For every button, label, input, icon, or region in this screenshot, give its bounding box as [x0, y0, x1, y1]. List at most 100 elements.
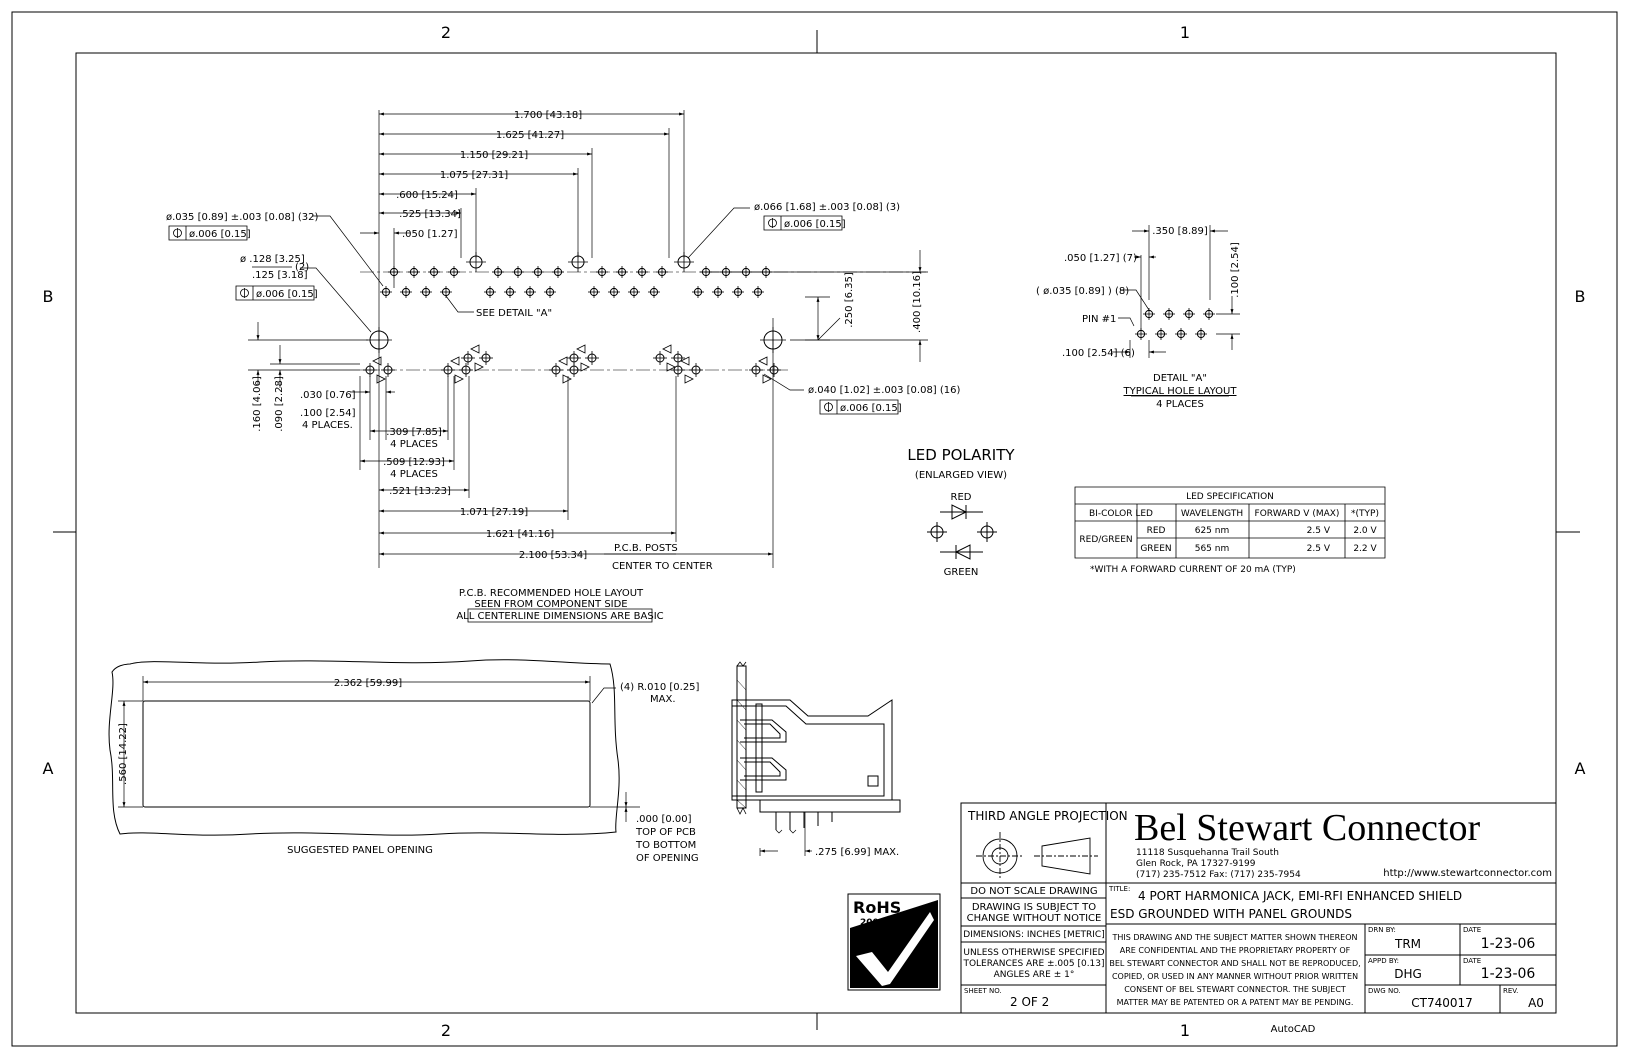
- drawn-by: TRM: [1394, 937, 1421, 951]
- confidentiality-note: THIS DRAWING AND THE SUBJECT MATTER SHOW…: [1111, 933, 1357, 942]
- layout-caption: SEEN FROM COMPONENT SIDE: [474, 599, 627, 610]
- led-spec-header: FORWARD V (MAX): [1255, 509, 1340, 519]
- revision: A0: [1528, 996, 1544, 1010]
- title-label: TITLE:: [1108, 885, 1130, 893]
- dim-0525: .525 [13.34]: [399, 209, 461, 220]
- dim-0600: .600 [15.24]: [396, 190, 458, 201]
- hole-callout-16: ø.040 [1.02] ±.003 [0.08] (16): [808, 385, 961, 396]
- tolerance-note: ANGLES ARE ± 1°: [994, 970, 1075, 980]
- led-spec-header: *(TYP): [1351, 509, 1379, 519]
- dim-0350: .350 [8.89]: [1152, 226, 1208, 237]
- led-spec-vmax: 2.5 V: [1307, 544, 1331, 554]
- panel-radius-dim: (4) R.010 [0.25]: [620, 682, 700, 693]
- led-spec-vtyp: 2.0 V: [1353, 526, 1377, 536]
- detail-hole-callout: ( ø.035 [0.89] ) (8): [1036, 286, 1129, 297]
- tolerance-frame: ø.006 [0.15]: [169, 226, 251, 240]
- dim-0521: .521 [13.23]: [389, 486, 451, 497]
- zone-bottom-1: 1: [1180, 1021, 1190, 1040]
- led-spec-wavelength: 625 nm: [1195, 526, 1230, 536]
- panel-height-dim: .560 [14.22]: [118, 723, 129, 785]
- zone-top-1: 1: [1180, 23, 1190, 42]
- side-view-depth-dim: .275 [6.99] MAX.: [815, 847, 899, 858]
- led-spec-wavelength: 565 nm: [1195, 544, 1230, 554]
- drawn-by-label: DRN BY:: [1368, 926, 1396, 934]
- tolerance-note: TOLERANCES ARE ±.005 [0.13]: [962, 959, 1104, 969]
- company-name: Bel Stewart Connector: [1134, 807, 1480, 849]
- tolerance-note: UNLESS OTHERWISE SPECIFIED: [963, 948, 1104, 958]
- dim-1625: 1.625 [41.27]: [496, 130, 564, 141]
- led-spec-table: LED SPECIFICATION BI-COLOR LED WAVELENGT…: [1075, 487, 1385, 575]
- led-polarity-subtitle: (ENLARGED VIEW): [915, 470, 1007, 481]
- tolerance-frame: ø.006 [0.15]: [236, 286, 318, 300]
- dim-0030: .030 [0.76]: [300, 390, 356, 401]
- layout-caption-basic: ALL CENTERLINE DIMENSIONS ARE BASIC: [456, 611, 663, 622]
- tolerance-value: ø.006 [0.15]: [256, 289, 318, 300]
- title-block: THIRD ANGLE PROJECTION Bel Stewart Conne…: [961, 803, 1556, 1013]
- dim-0250: .250 [6.35]: [844, 272, 855, 328]
- led-spec-header: BI-COLOR LED: [1089, 509, 1153, 519]
- detail-title: DETAIL "A": [1153, 373, 1207, 384]
- dim-1071: 1.071 [27.19]: [460, 507, 528, 518]
- confidentiality-note: ARE CONFIDENTIAL AND THE PROPRIETARY PRO…: [1120, 946, 1351, 955]
- dim-1150: 1.150 [29.21]: [460, 150, 528, 161]
- dim-0050: .050 [1.27]: [402, 229, 458, 240]
- panel-opening: 2.362 [59.99] (4) R.010 [0.25] MAX. .560…: [109, 660, 700, 864]
- led-spec-header: WAVELENGTH: [1181, 509, 1243, 519]
- dim-0160: .160 [4.06]: [252, 376, 263, 432]
- zone-labels: 2 1 2 1 B A B A AutoCAD: [43, 23, 1586, 1040]
- panel-width-dim: 2.362 [59.99]: [334, 678, 402, 689]
- hole-callout-2-count: (2): [295, 262, 309, 273]
- approved-by-label: APPD BY:: [1368, 957, 1399, 965]
- pin-holes-top: [379, 265, 773, 299]
- revision-label: REV.: [1503, 987, 1518, 995]
- hole-callout-3: ø.066 [1.68] ±.003 [0.08] (3): [754, 202, 900, 213]
- confidentiality-note: CONSENT OF BEL STEWART CONNECTOR. THE SU…: [1124, 985, 1346, 994]
- dim-0100-vertical: .100 [2.54]: [1230, 242, 1241, 298]
- do-not-scale-note: DO NOT SCALE DRAWING: [970, 886, 1097, 897]
- panel-radius-max: MAX.: [650, 694, 676, 705]
- tolerance-value: ø.006 [0.15]: [840, 403, 902, 414]
- places-label: 4 PLACES: [390, 439, 438, 450]
- led-holes: [363, 345, 781, 383]
- zone-right-a: A: [1575, 759, 1586, 778]
- led-green-label: GREEN: [944, 567, 979, 578]
- dimensions-note: DIMENSIONS: INCHES [METRIC]: [963, 930, 1104, 940]
- zone-top-2: 2: [441, 23, 451, 42]
- posts-label: P.C.B. POSTS: [614, 543, 678, 554]
- zone-bottom-2: 2: [441, 1021, 451, 1040]
- led-polarity: LED POLARITY (ENLARGED VIEW) RED GREEN: [907, 446, 1015, 578]
- company-address: 11118 Susquehanna Trail South: [1136, 848, 1279, 858]
- sheet-label: SHEET NO.: [964, 987, 1002, 995]
- software-label: AutoCAD: [1271, 1024, 1316, 1035]
- layout-caption: P.C.B. RECOMMENDED HOLE LAYOUT: [459, 588, 644, 599]
- dim-0100-horizontal: .100 [2.54] (6): [1062, 348, 1135, 359]
- led-spec-note: *WITH A FORWARD CURRENT OF 20 mA (TYP): [1090, 565, 1296, 575]
- led-spec-group: RED/GREEN: [1079, 535, 1132, 545]
- rohs-label: RoHS: [853, 898, 901, 917]
- drawn-date: 1-23-06: [1481, 936, 1536, 952]
- led-polarity-title: LED POLARITY: [907, 446, 1015, 464]
- panel-offset-note: OF OPENING: [636, 853, 699, 864]
- led-spec-vtyp: 2.2 V: [1353, 544, 1377, 554]
- dim-0309: .309 [7.85]: [386, 427, 442, 438]
- led-red-label: RED: [951, 492, 972, 503]
- posts-label: CENTER TO CENTER: [612, 561, 713, 572]
- tolerance-value: ø.006 [0.15]: [189, 229, 251, 240]
- dim-1700: 1.700 [43.18]: [514, 110, 582, 121]
- see-detail-label: SEE DETAIL "A": [476, 308, 552, 319]
- zone-right-b: B: [1575, 287, 1586, 306]
- panel-offset-dim: .000 [0.00]: [636, 814, 692, 825]
- dim-0090: .090 [2.28]: [274, 376, 285, 432]
- mounting-post-hole: [759, 326, 787, 354]
- drawing-title: ESD GROUNDED WITH PANEL GROUNDS: [1110, 907, 1352, 921]
- esd-hole: [465, 251, 487, 273]
- approved-by: DHG: [1394, 967, 1422, 981]
- pin-1-label: PIN #1: [1082, 314, 1116, 325]
- drawing-title: 4 PORT HARMONICA JACK, EMI-RFI ENHANCED …: [1138, 889, 1462, 903]
- dim-2100: 2.100 [53.34]: [519, 550, 587, 561]
- tolerance-value: ø.006 [0.15]: [784, 219, 846, 230]
- panel-caption: SUGGESTED PANEL OPENING: [287, 845, 433, 856]
- tolerance-frame: ø.006 [0.15]: [820, 400, 902, 414]
- dim-0050-detail: .050 [1.27] (7): [1064, 253, 1137, 264]
- zone-left-a: A: [43, 759, 54, 778]
